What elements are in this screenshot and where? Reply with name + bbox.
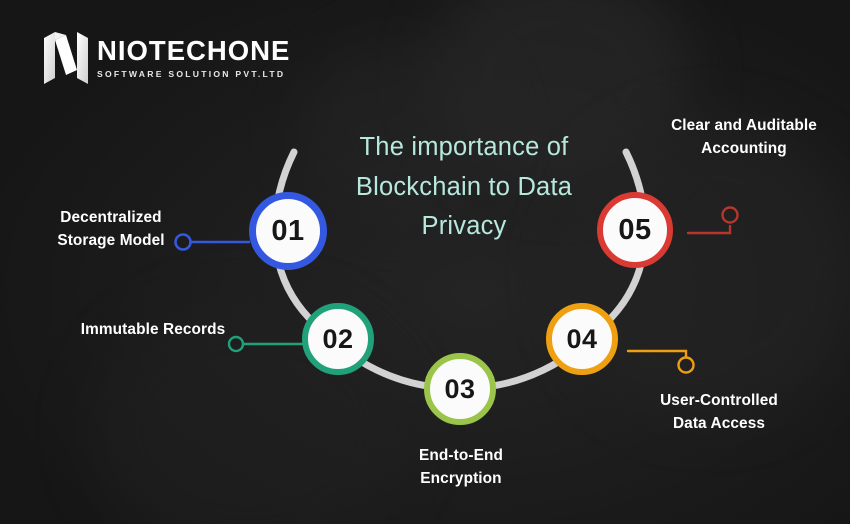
step-number: 05 [618,213,652,246]
step-label-01: Decentralized Storage Model [57,209,165,250]
step-number: 01 [271,214,305,247]
step-circle-01[interactable]: 01 [249,192,327,270]
brand-logo: NIOTECHONE SOFTWARE SOLUTION PVT.LTD [44,32,290,84]
step-circle-02[interactable]: 02 [302,303,374,375]
connector-05 [686,206,739,235]
step-circle-03[interactable]: 03 [424,353,496,425]
step-circle-05[interactable]: 05 [597,192,673,268]
step-label-04: User-Controlled Data Access [660,392,778,433]
step-label-05: Clear and Auditable Accounting [671,117,817,158]
step-label-02: Immutable Records [80,321,226,338]
brand-tagline: SOFTWARE SOLUTION PVT.LTD [97,68,286,79]
niotechone-n-monogram-icon [44,32,88,84]
connector-04 [626,349,695,374]
step-label-03: End-to-End Encryption [419,447,503,488]
brand-wordmark: NIOTECHONE SOFTWARE SOLUTION PVT.LTD [97,37,290,78]
step-number: 02 [322,323,354,354]
step-number: 04 [566,323,598,354]
page-title: The importance of Blockchain to Data Pri… [355,133,573,241]
step-number: 03 [444,373,476,404]
connector-02 [227,335,303,353]
step-circle-04[interactable]: 04 [546,303,618,375]
brand-name: NIOTECHONE [97,35,291,67]
connector-01 [174,233,250,251]
